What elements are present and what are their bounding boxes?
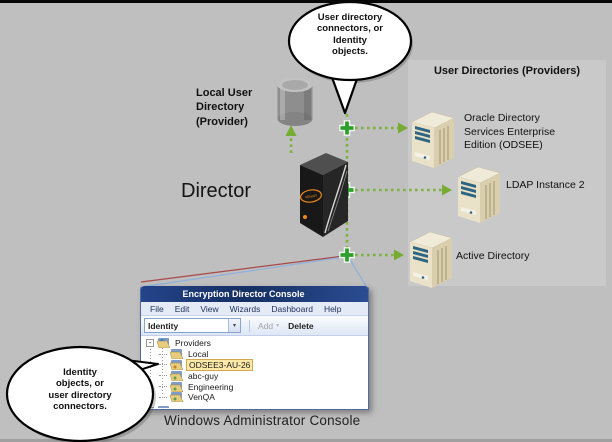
director-appliance-icon: VENAFI: [299, 153, 348, 237]
odsee-label: Oracle Directory Services Enterprise Edi…: [464, 112, 556, 152]
tree-item-label-selected: ODSEE3-AU-26: [186, 359, 254, 371]
tree-item-abc-guy[interactable]: abc-guy: [141, 370, 368, 381]
folder-icon: [170, 370, 183, 381]
caption: Windows Administrator Console: [164, 413, 361, 428]
tree-guide: [159, 396, 167, 398]
identity-dropdown-value: Identity: [148, 320, 179, 331]
tree-guide: [159, 353, 167, 355]
tree-item-label: Local: [188, 349, 209, 360]
server-icon-active-directory: [409, 231, 453, 288]
ldap-label: LDAP Instance 2: [506, 179, 585, 191]
add-dropdown-icon[interactable]: ▾: [276, 323, 280, 329]
menu-help[interactable]: Help: [323, 303, 342, 314]
tree-guide: [159, 386, 167, 388]
chevron-down-icon[interactable]: ▾: [228, 319, 240, 332]
menu-dashboard[interactable]: Dashboard: [271, 303, 313, 314]
console-window: Encryption Director Console File Edit Vi…: [140, 286, 369, 410]
tree-item-local-root[interactable]: + local: [141, 406, 368, 408]
local-user-directory-label: Local User Directory (Provider): [196, 87, 253, 128]
tree-item-label: Engineering: [188, 381, 234, 392]
delete-button[interactable]: Delete: [288, 320, 314, 331]
tree-guide: [159, 364, 167, 366]
tree-item-venqa[interactable]: VenQA: [141, 392, 368, 403]
providers-folder-icon: [157, 338, 170, 349]
folder-icon: [170, 349, 183, 360]
add-button-label: Add: [258, 320, 274, 331]
tree-item-odsee3-au-26[interactable]: ODSEE3-AU-26: [141, 359, 368, 371]
bottom-callout-text: Identity objects, or user directory conn…: [48, 367, 112, 413]
svg-text:VENAFI: VENAFI: [305, 194, 318, 200]
server-icon-ldap: [457, 166, 501, 223]
console-title: Encryption Director Console: [182, 289, 305, 299]
tree-item-label: Providers: [175, 338, 211, 349]
identity-dropdown[interactable]: Identity ▾: [144, 318, 241, 333]
local-directory-database-icon: [277, 78, 313, 126]
menu-file[interactable]: File: [150, 303, 164, 314]
tree-item-providers[interactable]: - Providers: [141, 338, 368, 349]
provider-tree: - Providers Local ODSEE3-AU-26 abc-guy: [141, 336, 368, 408]
active-directory-label: Active Directory: [456, 250, 530, 262]
folder-icon: [170, 359, 183, 370]
toolbar-separator: [249, 319, 250, 332]
tree-item-engineering[interactable]: Engineering: [141, 381, 368, 392]
folder-icon: [170, 381, 183, 392]
tree-guide: [159, 375, 167, 377]
tree-item-label: VenQA: [188, 392, 215, 403]
tree-item-local-child[interactable]: Local: [141, 349, 368, 360]
console-menubar: File Edit View Wizards Dashboard Help: [141, 302, 368, 316]
server-icon-odsee: [411, 111, 455, 168]
providers-panel-title: User Directories (Providers): [433, 65, 581, 77]
top-callout-text: User directory connectors, or Identity o…: [317, 12, 383, 58]
menu-view[interactable]: View: [200, 303, 219, 314]
folder-icon: [158, 406, 169, 408]
tree-item-label: abc-guy: [188, 370, 219, 381]
tree-item-label: local: [173, 406, 194, 408]
folder-icon: [170, 392, 183, 403]
menu-wizards[interactable]: Wizards: [229, 303, 261, 314]
tree-guide: [162, 348, 163, 396]
tree-guide: [150, 346, 151, 408]
venafi-logo: VENAFI: [299, 189, 323, 203]
callout-lines: [140, 255, 369, 290]
console-toolbar: Identity ▾ Add ▾ Delete: [141, 316, 368, 336]
menu-edit[interactable]: Edit: [174, 303, 190, 314]
console-titlebar[interactable]: Encryption Director Console: [141, 286, 368, 302]
director-label: Director: [181, 180, 252, 202]
add-button[interactable]: Add ▾: [258, 321, 279, 331]
